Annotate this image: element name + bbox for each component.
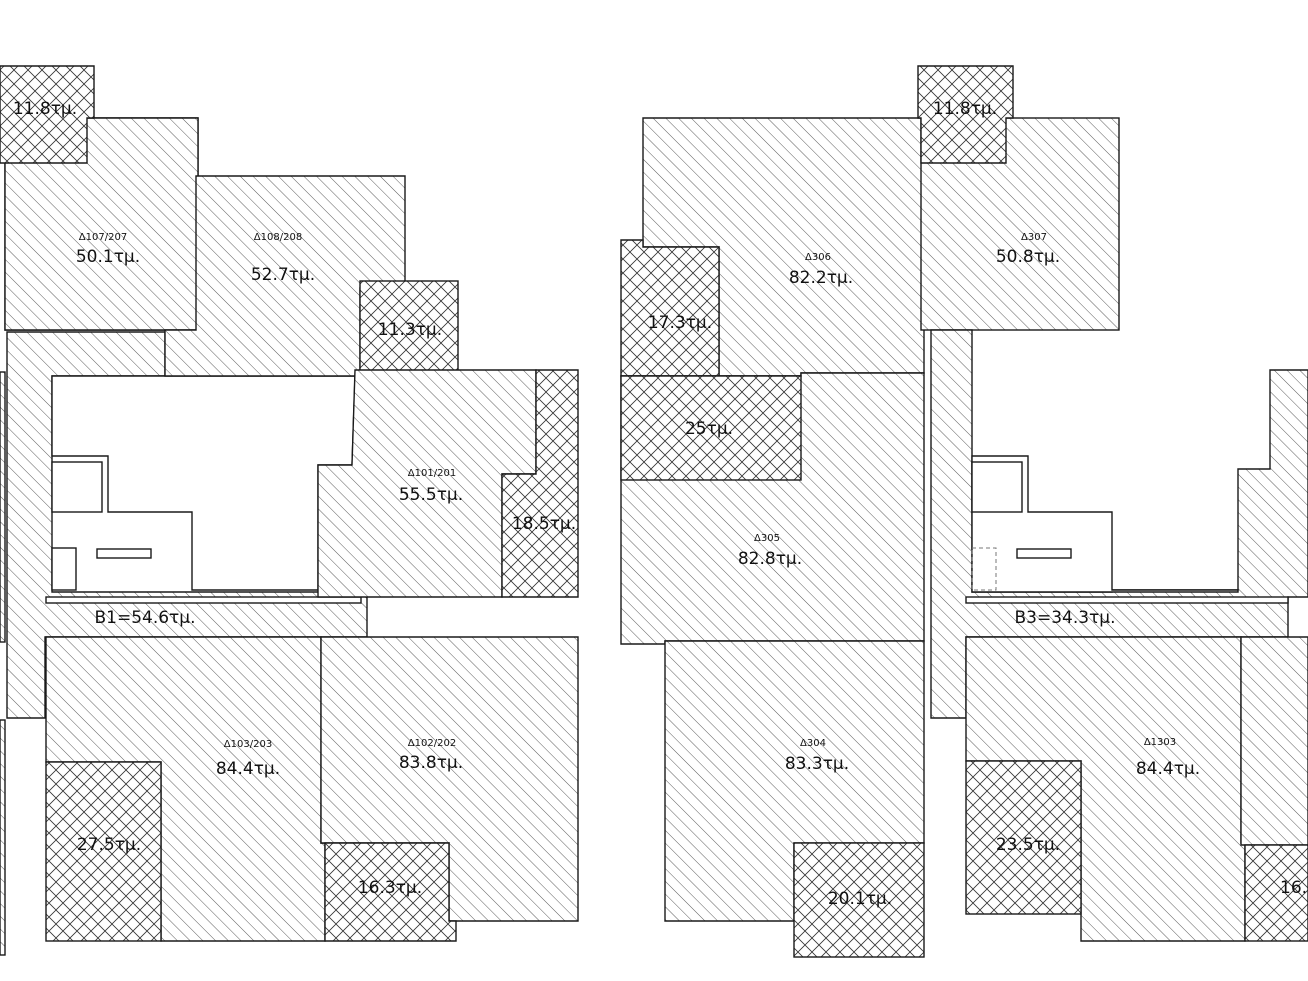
balcony-r5 [965, 760, 1082, 915]
balcony-area: 11.8τμ. [933, 99, 997, 119]
core-box-1 [971, 461, 1023, 513]
balcony-area: 11.3τμ. [378, 320, 442, 340]
unit-area: 50.8τμ. [996, 247, 1060, 267]
unit-code: Δ103/203 [224, 739, 272, 750]
unit-area: 82.2τμ. [789, 268, 853, 288]
unit-area: 55.5τμ. [399, 485, 463, 505]
balcony-l2 [359, 280, 459, 372]
plan-right: Δ306 82.2τμ. Δ307 50.8τμ. Δ305 82.8τμ. Δ… [620, 65, 1308, 958]
balcony-l4 [45, 761, 162, 942]
plan-left: Δ107/207 50.1τμ. Δ108/208 52.7τμ. Δ101/2… [0, 65, 579, 956]
unit-area: 84.4τμ. [1136, 759, 1200, 779]
corridor-rail [45, 596, 362, 604]
balcony-area: 25τμ. [685, 419, 733, 439]
unit-code: Δ307 [1021, 232, 1047, 243]
unit-code: Δ306 [805, 252, 831, 263]
unit-code: Δ102/202 [408, 738, 456, 749]
unit-area: 52.7τμ. [251, 265, 315, 285]
unit-code: Δ304 [800, 738, 826, 749]
unit-code: Δ305 [754, 533, 780, 544]
unit-code: Δ101/201 [408, 468, 456, 479]
balcony-area: 20.1τμ. [828, 889, 892, 909]
balcony-r2 [620, 239, 720, 377]
unit-code: Δ108/208 [254, 232, 302, 243]
corridor-label: Β1=54.6τμ. [94, 608, 195, 628]
balcony-area: 27.5τμ. [77, 835, 141, 855]
balcony-area: 11.8τμ. [13, 99, 77, 119]
core-slot [1016, 548, 1072, 559]
balcony-r4 [793, 842, 925, 958]
unit-area: 83.8τμ. [399, 753, 463, 773]
unit-code: Δ1303 [1144, 737, 1176, 748]
left-edge-strip-upper [0, 371, 6, 643]
balcony-r1 [917, 65, 1014, 164]
balcony-area: 18.5τμ. [512, 514, 576, 534]
corridor-rail [965, 596, 1289, 604]
unit-area: 50.1τμ. [76, 247, 140, 267]
balcony-area: 16.3τμ. [358, 878, 422, 898]
balcony-area: 16.3τμ. [1280, 878, 1308, 898]
unit-area: 83.3τμ. [785, 754, 849, 774]
left-edge-strip-lower [0, 719, 6, 956]
corridor-label: Β3=34.3τμ. [1014, 608, 1115, 628]
balcony-l3 [501, 369, 579, 598]
unit-area: 82.8τμ. [738, 549, 802, 569]
balcony-area: 23.5τμ. [996, 835, 1060, 855]
core-box-2-dashed [971, 547, 997, 591]
balcony-area: 17.3τμ. [648, 313, 712, 333]
balcony-l5 [324, 842, 457, 942]
core-box-1 [51, 461, 103, 513]
core-slot [96, 548, 152, 559]
balcony-r3 [620, 375, 802, 481]
unit-right-edge [1240, 636, 1308, 846]
unit-area: 84.4τμ. [216, 759, 280, 779]
balcony-r6 [1244, 844, 1308, 942]
balcony-l1 [0, 65, 95, 164]
core-box-2 [51, 547, 77, 591]
unit-code: Δ107/207 [79, 232, 127, 243]
